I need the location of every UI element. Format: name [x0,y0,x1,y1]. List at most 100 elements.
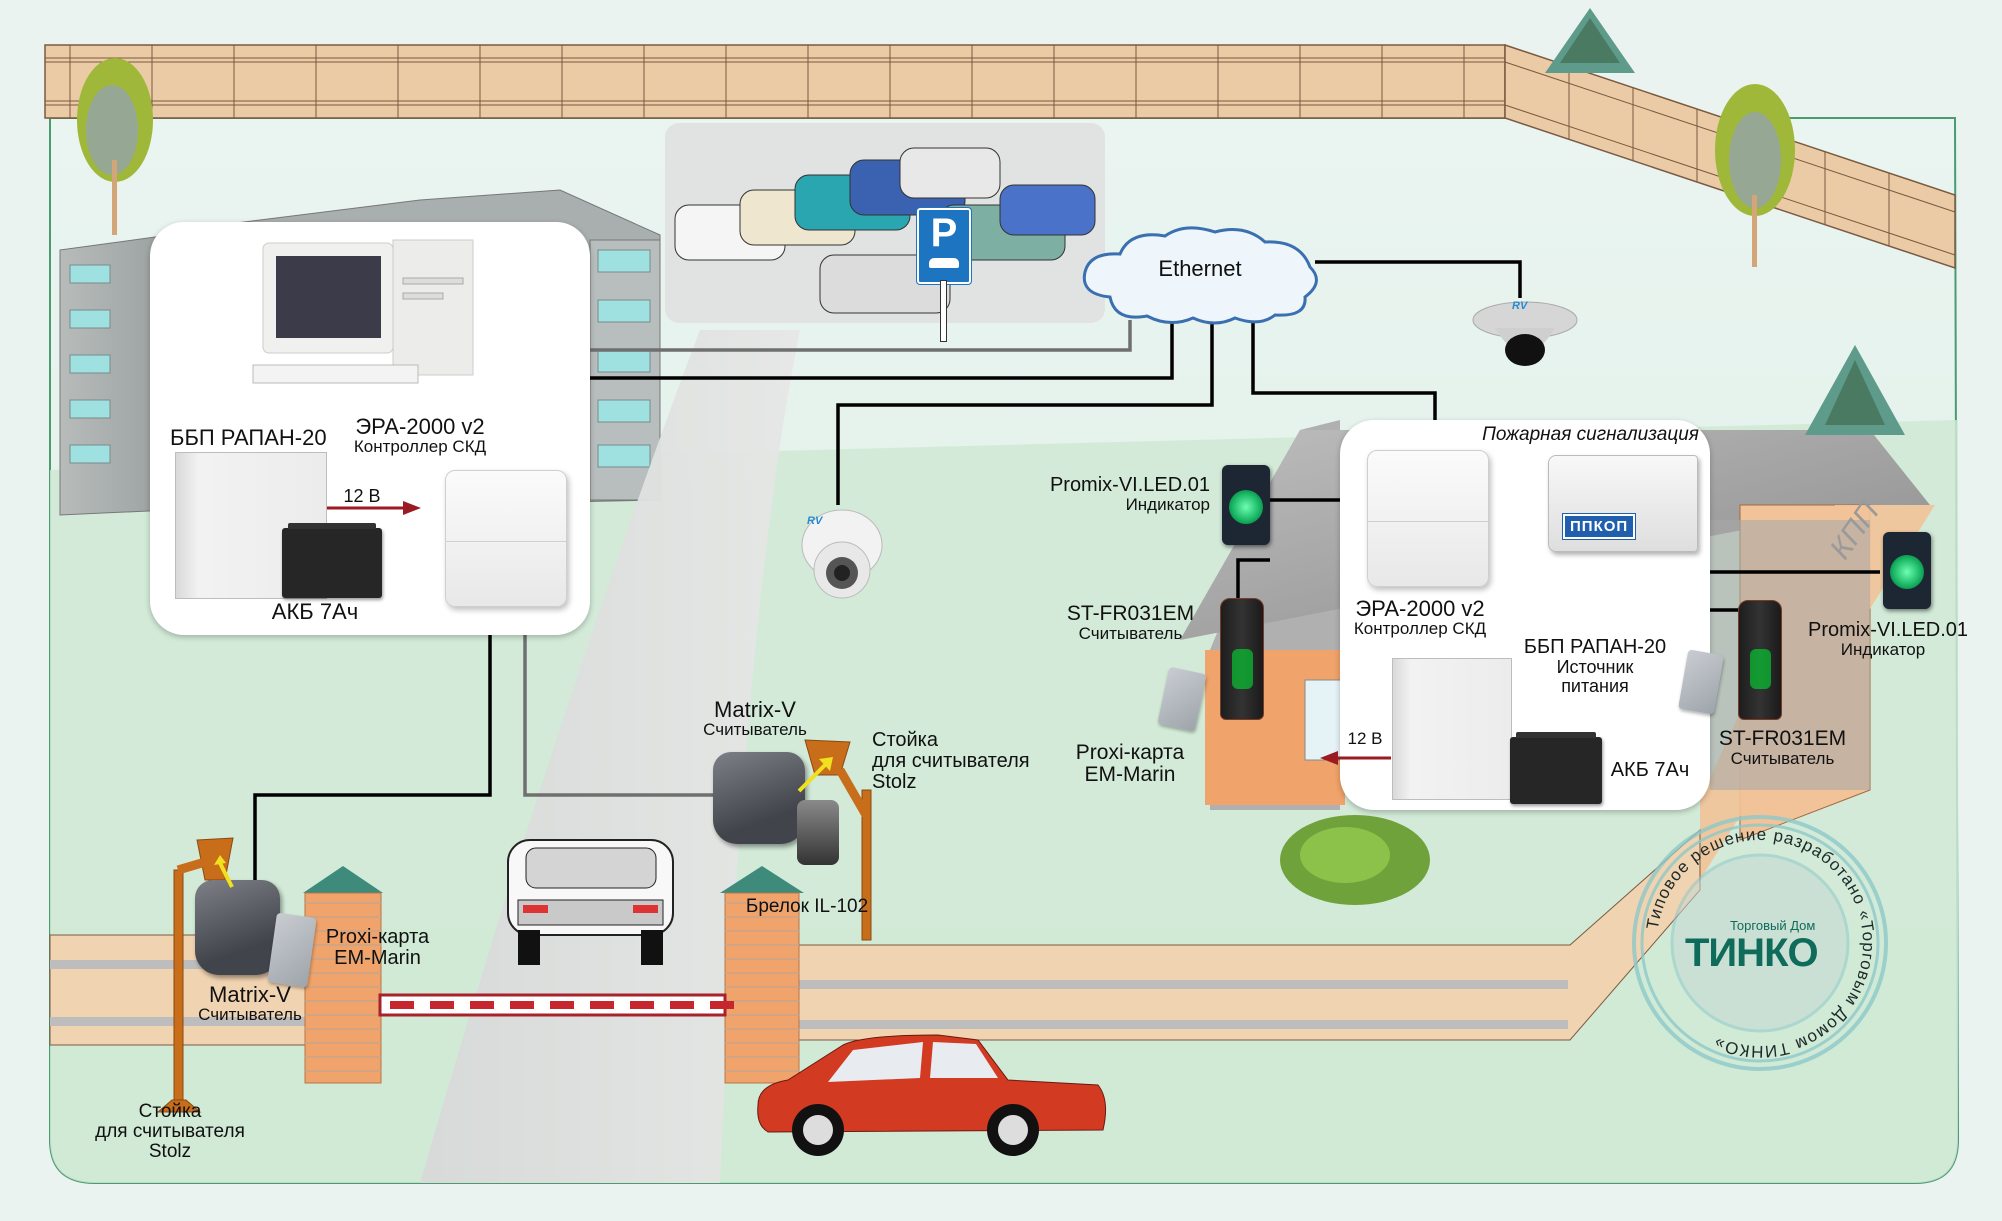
camera-brand: RV [1512,300,1528,312]
dome-camera: RV [1470,298,1580,376]
stand-center-label: Стойка для считывателя Stolz [872,730,1042,793]
checkpoint-controller-desc: Контроллер СКД [1353,619,1487,639]
stand-left-line2: для считывателя [95,1120,245,1142]
proxi-card-right-label: Proxi-карта EM-Marin [1060,741,1200,787]
matrix-center-name: Matrix-V [714,697,796,722]
bush-icon [1280,815,1430,905]
white-car-icon [507,839,674,965]
indicator-left-label: Promix-VI.LED.01 Индикатор [1045,475,1210,514]
tree-left-icon [77,58,153,235]
fingerprint-icon [1749,649,1771,689]
reader-st-left-name: ST-FR031EM [1066,602,1195,625]
reader-stand-left [156,837,234,1113]
checkpoint-controller-era2000[interactable] [1367,450,1489,587]
wire-controller-matrix-left [253,600,492,880]
checkpoint-battery[interactable] [1510,732,1602,804]
checkpoint-psu-name: ББП РАПАН-20 [1523,636,1667,658]
reader-st-fr031em-right[interactable] [1738,600,1782,720]
matrix-left-label: Matrix-V Считыватель [180,983,320,1024]
road [420,330,800,1183]
turret-camera: RV [795,505,890,605]
pine-tree-top-icon [1545,8,1635,73]
parking-sign-letter: P [930,211,958,255]
barrier-stripe [510,1001,534,1009]
office-controller-desc: Контроллер СКД [353,437,487,457]
wire-reader-left [1236,558,1270,605]
fire-alarm-panel[interactable]: ППКОП [1548,455,1698,552]
yellow-arrow-icon [214,855,234,888]
green-arrow-icon [1229,489,1263,524]
proxi-card-gate-line2: EM-Marin [334,947,421,969]
matrix-v-reader-left[interactable] [195,880,280,975]
stand-left-line1: Стойка [138,1101,202,1122]
proxi-card-right-line1: Proxi-карта [1075,741,1185,764]
pine-tree-right-icon [1805,345,1905,435]
tree-right-icon [1715,84,1795,267]
gate-pillar-left [303,866,383,1084]
reader-st-right-desc: Считыватель [1730,749,1835,769]
red-car-icon [757,1034,1107,1156]
reader-st-right-label: ST-FR031EM Считыватель [1710,727,1855,769]
indicator-left[interactable] [1222,465,1270,545]
reader-st-right-name: ST-FR031EM [1718,727,1847,750]
stand-center-line2: для считывателя [872,750,1030,772]
checkpoint-psu-label: ББП РАПАН-20 Источник питания [1520,637,1670,696]
proxi-card-gate-line1: Proxi-карта [325,926,430,948]
wire-ethernet-dome [1315,260,1522,298]
matrix-center-desc: Считыватель [703,720,807,740]
checkpoint-controller-name: ЭРА-2000 v2 [1355,596,1485,621]
stand-center-line3: Stolz [872,771,917,793]
reader-st-left-label: ST-FR031EM Считыватель [1058,602,1203,644]
indicator-right[interactable] [1883,532,1931,609]
wire-pc-ethernet [470,320,1132,352]
keyfob-label: Брелок IL-102 [745,896,869,917]
reader-st-left-desc: Считыватель [1078,624,1183,644]
yellow-arrow-icon [797,757,833,793]
matrix-left-name: Matrix-V [209,982,291,1007]
gate-pillar-right [720,866,804,1084]
fingerprint-icon [1231,649,1253,689]
stand-left-label: Стойка для считывателя Stolz [85,1102,255,1162]
indicator-left-name: Promix-VI.LED.01 [1049,474,1210,496]
barrier-stripe [470,1001,494,1009]
office-controller-label: ЭРА-2000 v2 Контроллер СКД [340,415,500,456]
office-controller-name: ЭРА-2000 v2 [355,414,485,439]
wire-controller-matrix-center [523,600,713,797]
checkpoint-psu-desc-2: питания [1561,675,1629,696]
barrier-arm [378,993,734,1017]
reader-st-fr031em-left[interactable] [1220,598,1264,720]
indicator-right-name: Promix-VI.LED.01 [1808,619,1969,641]
matrix-left-desc: Считыватель [198,1005,302,1025]
office-battery[interactable] [282,523,382,598]
car-icon [899,147,1001,199]
checkpoint-psu-desc-1: Источник [1556,657,1634,677]
stamp-company-big: ТИНКО [1685,931,1819,975]
fire-alarm-label: Пожарная сигнализация [1482,424,1699,445]
barrier-stripe [430,1001,454,1009]
indicator-right-label: Promix-VI.LED.01 Индикатор [1808,619,1969,659]
barrier-stripe [630,1001,654,1009]
fire-panel-badge: ППКОП [1561,513,1637,540]
workstation-pc[interactable] [248,238,478,388]
stand-center-line1: Стойка [872,729,938,751]
office-controller-era2000[interactable] [445,470,567,607]
car-icon [999,184,1096,236]
office-voltage-label: 12 В [343,486,381,506]
reader-stand-center [804,739,872,941]
keyfob-il102[interactable] [797,800,839,865]
ethernet-label: Ethernet [1158,256,1242,281]
ethernet-cloud-icon [1082,226,1318,325]
green-arrow-icon [1890,555,1924,590]
power-arrow-icon [1320,751,1391,765]
barrier-stripe [670,1001,694,1009]
indicator-left-desc: Индикатор [1125,495,1210,514]
office-battery-label: АКБ 7Ач [271,599,359,624]
matrix-center-label: Matrix-V Считыватель [685,698,825,739]
barrier-stripe [390,1001,414,1009]
matrix-v-reader-center[interactable] [713,752,805,844]
checkpoint-psu[interactable] [1392,658,1512,800]
power-arrow-icon [327,501,421,515]
proxi-card-right-line2: EM-Marin [1084,763,1176,787]
checkpoint-voltage-label: 12 В [1347,729,1383,748]
car-sign-icon [929,258,959,268]
